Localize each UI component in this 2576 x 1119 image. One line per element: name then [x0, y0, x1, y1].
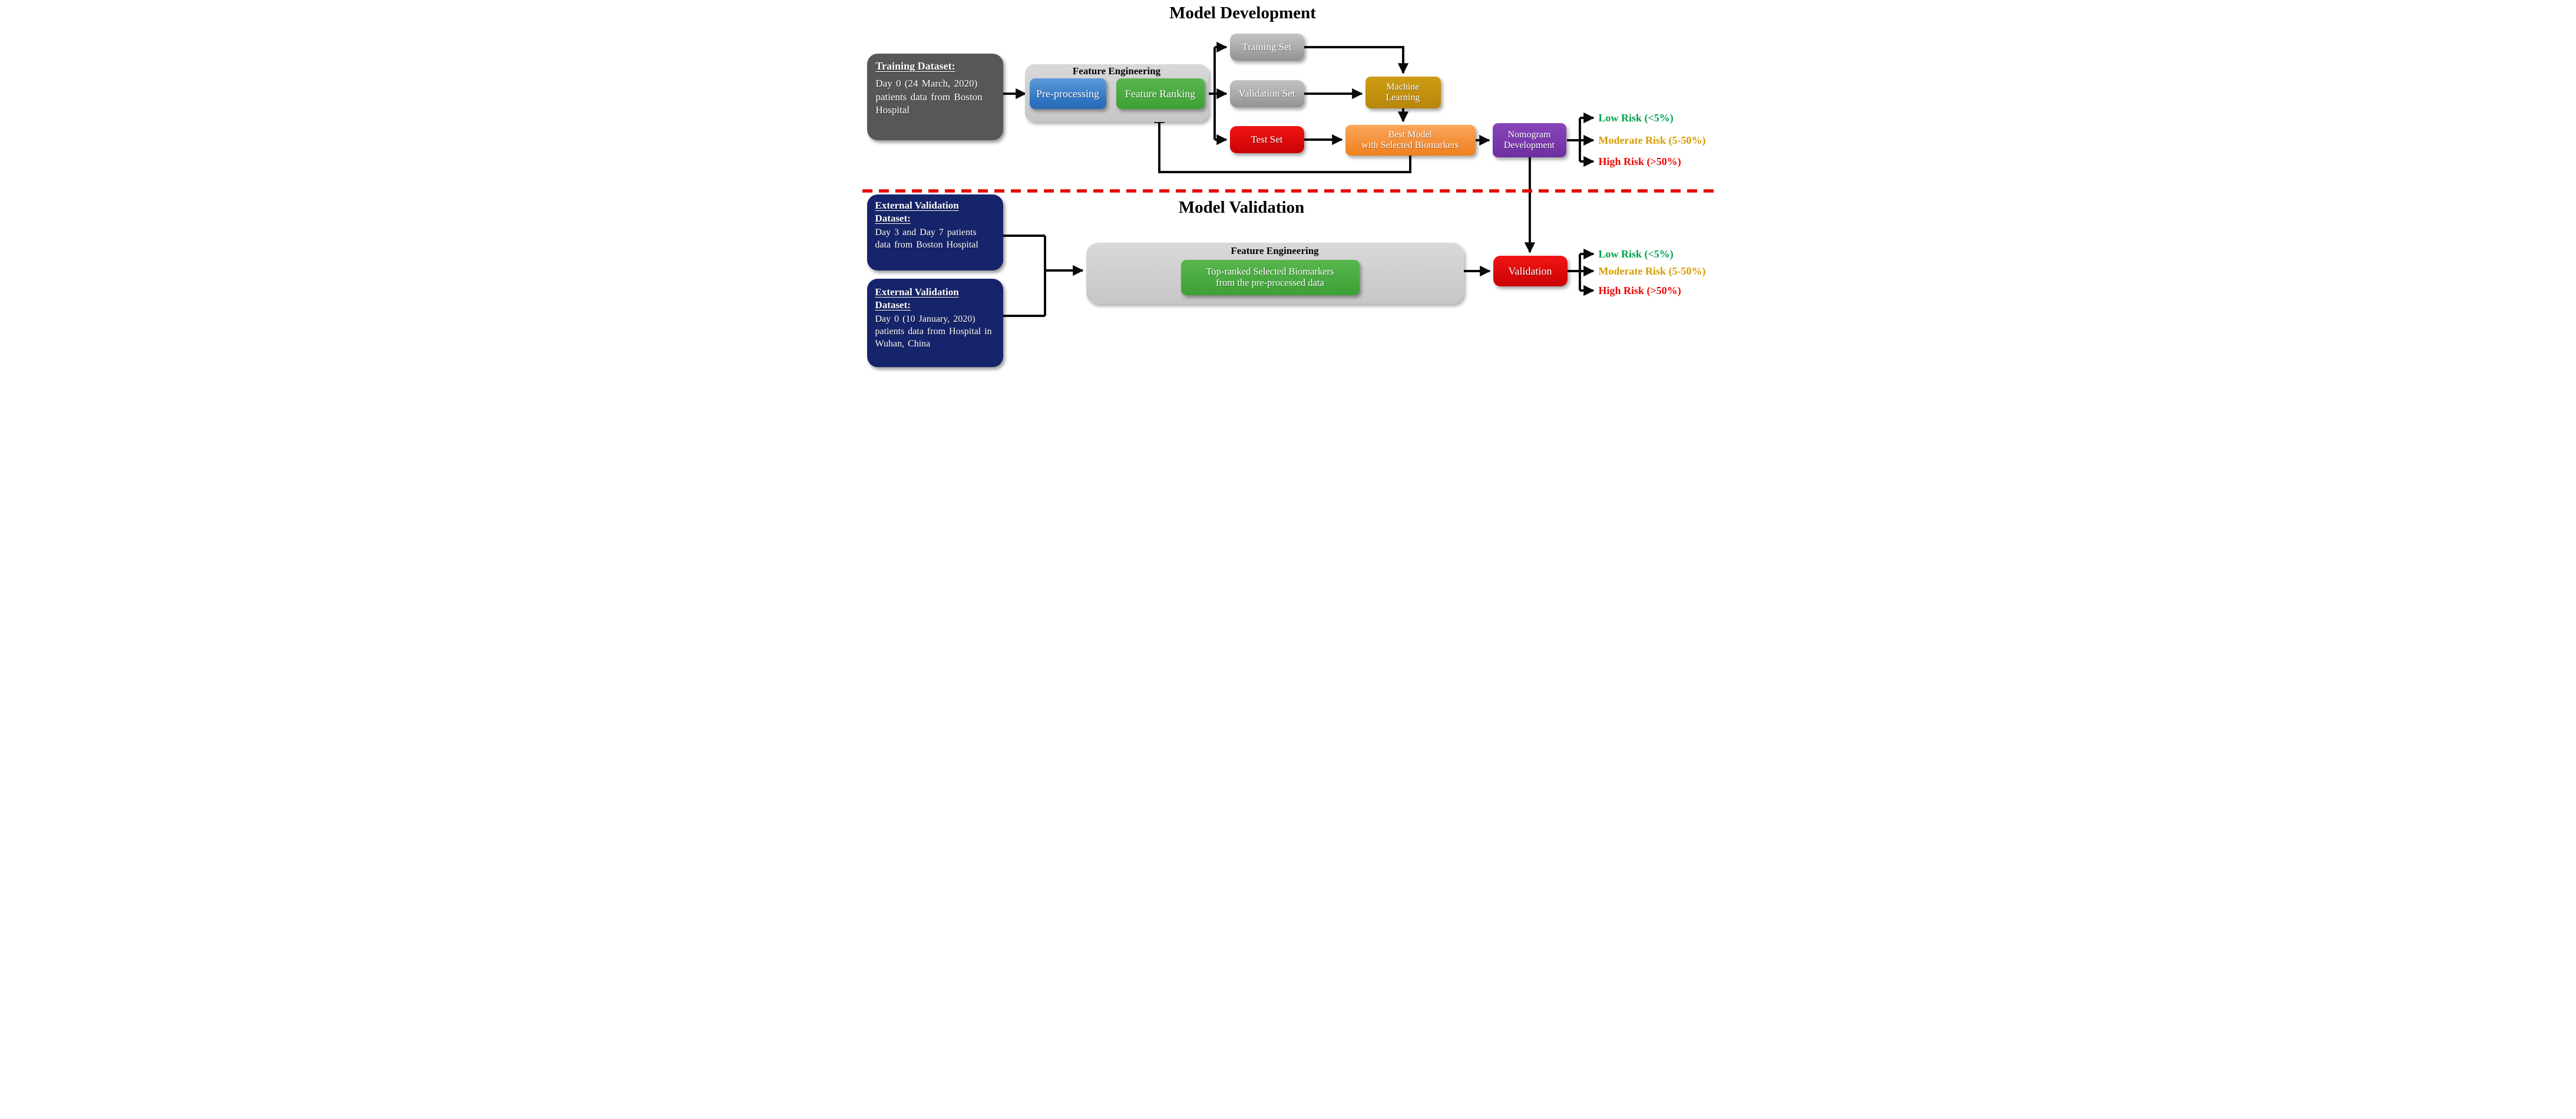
top-ranked-biomarkers-box: Top-ranked Selected Biomarkers from the …	[1180, 260, 1360, 295]
biomarkers-line1: Top-ranked Selected Biomarkers	[1206, 266, 1334, 278]
flowchart-canvas: Model Development Training Dataset: Day …	[858, 0, 1718, 373]
model-development-title: Model Development	[1169, 4, 1316, 22]
training-dataset-body: Day 0 (24 March, 2020) patients data fro…	[875, 78, 983, 116]
external-dataset-wuhan-box: External Validation Dataset: Day 0 (10 J…	[867, 279, 1003, 367]
pre-processing-box: Pre-processing	[1029, 78, 1106, 109]
external-dataset-wuhan-body: Day 0 (10 January, 2020) patients data f…	[875, 314, 992, 349]
connector-layer	[862, 41, 1716, 317]
external-dataset-boston-heading: External Validation Dataset:	[875, 200, 959, 225]
external-dataset-boston-body: Day 3 and Day 7 patients data from Bosto…	[875, 227, 978, 250]
feature-ranking-box: Feature Ranking	[1116, 78, 1205, 109]
training-set-box: Training Set	[1229, 34, 1304, 61]
nomogram-development-box: Nomogram Development	[1492, 123, 1566, 157]
moderate-risk-output-top: Moderate Risk (5-50%)	[1598, 134, 1706, 146]
high-risk-output-top: High Risk (>50%)	[1598, 156, 1681, 167]
training-dataset-heading: Training Dataset:	[875, 60, 955, 72]
biomarkers-line2: from the pre-processed data	[1216, 277, 1324, 288]
feedback-loop-line	[1153, 112, 1411, 173]
validation-box: Validation	[1493, 256, 1568, 286]
model-validation-title: Model Validation	[1178, 198, 1305, 217]
best-model-line1: Best Model	[1388, 129, 1433, 140]
feature-engineering-label-bottom: Feature Engineering	[1231, 245, 1319, 256]
machine-learning-box: Machine Learning	[1365, 77, 1441, 108]
moderate-risk-output-bottom: Moderate Risk (5-50%)	[1598, 265, 1706, 277]
low-risk-output-bottom: Low Risk (<5%)	[1598, 248, 1674, 260]
external-dataset-wuhan-heading: External Validation Dataset:	[875, 286, 959, 311]
training-dataset-box: Training Dataset: Day 0 (24 March, 2020)…	[867, 54, 1003, 140]
high-risk-output-bottom: High Risk (>50%)	[1598, 285, 1681, 296]
low-risk-output-top: Low Risk (<5%)	[1598, 112, 1674, 124]
best-model-line2: with Selected Biomarkers	[1361, 140, 1459, 150]
test-set-box: Test Set	[1229, 126, 1304, 153]
external-dataset-boston-box: External Validation Dataset: Day 3 and D…	[867, 194, 1003, 270]
arrow-trainingset-to-ml	[1304, 46, 1408, 74]
best-model-box: Best Model with Selected Biomarkers	[1345, 125, 1476, 156]
validation-set-box: Validation Set	[1229, 80, 1304, 107]
feature-engineering-label-top: Feature Engineering	[1072, 65, 1161, 77]
